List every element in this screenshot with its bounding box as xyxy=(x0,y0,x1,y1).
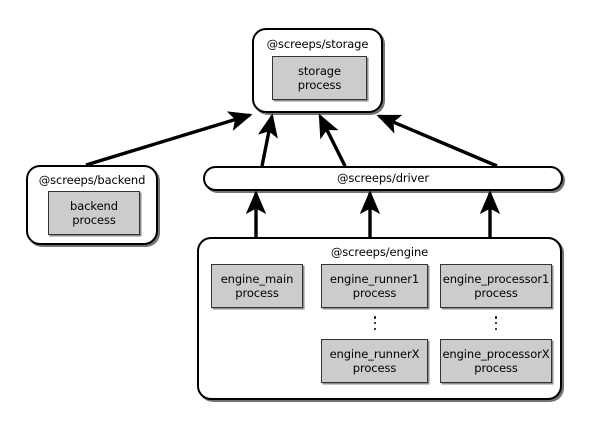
process-engine-processor1[interactable]: engine_processor1 process xyxy=(440,264,552,308)
package-driver[interactable]: @screeps/driver xyxy=(203,166,563,191)
package-storage-title: @screeps/storage xyxy=(266,37,369,51)
runner-ellipsis-icon xyxy=(367,316,383,330)
process-engine-processorx-line2: process xyxy=(474,361,518,375)
process-engine-runnerx-line2: process xyxy=(352,361,397,375)
arrow-driver-to-storage-1 xyxy=(257,113,278,167)
process-backend-line2: process xyxy=(72,213,116,227)
arrow-backend-to-storage xyxy=(85,111,253,167)
arrow-driver-to-storage-3 xyxy=(376,114,498,168)
process-backend-line1: backend xyxy=(70,198,118,213)
process-engine-processor1-line1: engine_processor1 xyxy=(442,271,550,286)
process-engine-processorx[interactable]: engine_processorX process xyxy=(440,339,552,383)
process-storage[interactable]: storage process xyxy=(272,56,367,100)
process-engine-main-line2: process xyxy=(235,286,279,300)
process-engine-main-line1: engine_main xyxy=(220,271,294,286)
arrow-driver-to-storage-2 xyxy=(318,113,347,167)
process-engine-runnerx[interactable]: engine_runnerX process xyxy=(321,339,428,383)
process-engine-processorx-line1: engine_processorX xyxy=(442,346,550,361)
process-storage-line2: process xyxy=(297,78,342,92)
process-storage-line1: storage xyxy=(298,63,341,78)
process-backend[interactable]: backend process xyxy=(48,191,140,235)
process-engine-main[interactable]: engine_main process xyxy=(211,264,303,308)
package-driver-title: @screeps/driver xyxy=(337,171,429,185)
process-engine-processor1-line2: process xyxy=(474,286,518,300)
process-engine-runner1-line1: engine_runner1 xyxy=(329,271,420,286)
package-engine[interactable]: @screeps/engine engine_main process engi… xyxy=(197,237,562,400)
package-backend[interactable]: @screeps/backend backend process xyxy=(26,165,158,245)
package-engine-title: @screeps/engine xyxy=(330,245,429,259)
process-engine-runner1-line2: process xyxy=(352,286,397,300)
processor-ellipsis-icon xyxy=(488,316,504,330)
package-storage[interactable]: @screeps/storage storage process xyxy=(252,28,383,113)
process-engine-runnerx-line1: engine_runnerX xyxy=(329,346,420,361)
process-engine-runner1[interactable]: engine_runner1 process xyxy=(321,264,428,308)
package-backend-title: @screeps/backend xyxy=(38,173,146,187)
